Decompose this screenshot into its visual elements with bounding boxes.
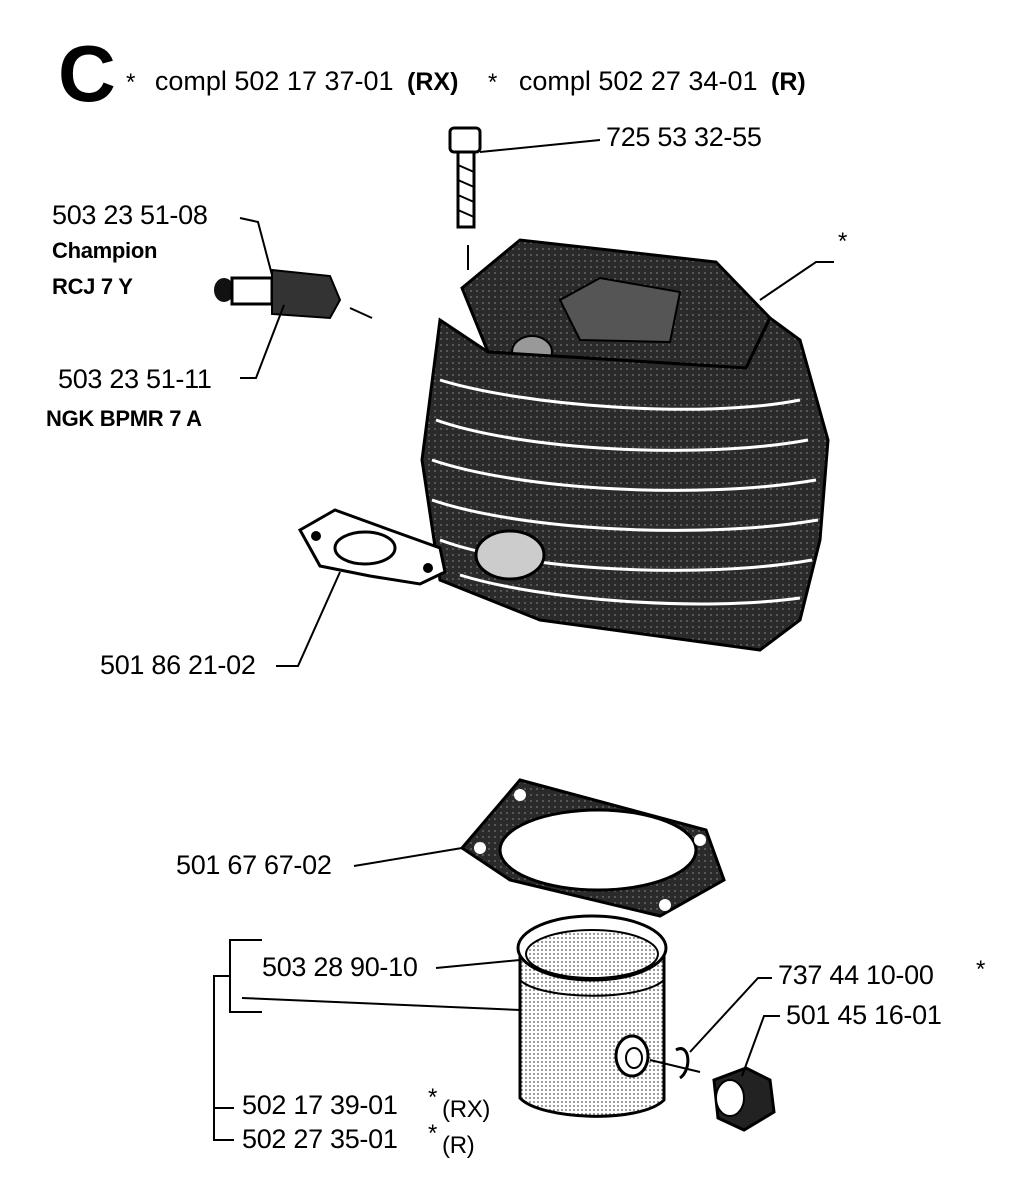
section-letter: C — [58, 29, 116, 118]
bearing-drawing — [712, 1066, 776, 1132]
label-screw: 725 53 32-55 — [606, 122, 762, 152]
cylinder-gasket-drawing — [459, 778, 726, 918]
label-spark-plug-champion-model: RCJ 7 Y — [52, 274, 133, 299]
label-circlip-star: * — [976, 956, 986, 983]
label-piston-r-star: * — [428, 1120, 438, 1147]
label-piston-rx-suffix: (RX) — [442, 1096, 491, 1123]
label-cylinder-gasket: 501 67 67-02 — [176, 850, 332, 880]
label-piston-rx: 502 17 39-01 — [242, 1090, 398, 1120]
label-spark-plug-champion-no: 503 23 51-08 — [52, 200, 208, 230]
label-circlip: 737 44 10-00 — [778, 960, 934, 990]
circlip-drawing — [649, 1047, 701, 1080]
cylinder-drawing — [297, 238, 830, 652]
header-compl-rx: compl 502 17 37-01 — [154, 66, 394, 96]
label-spark-plug-ngk-model: NGK BPMR 7 A — [46, 406, 202, 431]
label-piston-r-suffix: (R) — [442, 1132, 475, 1159]
header-star-2: * — [487, 69, 498, 96]
piston-drawing — [516, 914, 668, 1118]
label-piston-rx-star: * — [428, 1084, 438, 1111]
label-spark-plug-champion-brand: Champion — [52, 238, 158, 263]
header-assembly-numbers: * compl 502 17 37-01 (RX) * compl 502 27… — [126, 66, 806, 97]
screw-drawing — [448, 126, 482, 270]
header-star-1: * — [126, 69, 136, 96]
label-piston-r: 502 27 35-01 — [242, 1124, 398, 1154]
spark-plug-drawing — [214, 268, 373, 320]
header-compl-rx-suffix: (RX) — [407, 68, 459, 96]
label-exhaust-gasket: 501 86 21-02 — [100, 650, 256, 680]
label-piston-ring: 503 28 90-10 — [262, 952, 418, 982]
header-compl-r-suffix: (R) — [771, 68, 806, 96]
label-spark-plug-ngk-no: 503 23 51-11 — [58, 364, 212, 394]
label-cylinder-star: * — [838, 228, 848, 255]
header-compl-r: compl 502 27 34-01 — [518, 66, 758, 96]
leader-lines — [213, 139, 834, 1141]
label-piston-pin-bearing: 501 45 16-01 — [786, 1000, 942, 1030]
